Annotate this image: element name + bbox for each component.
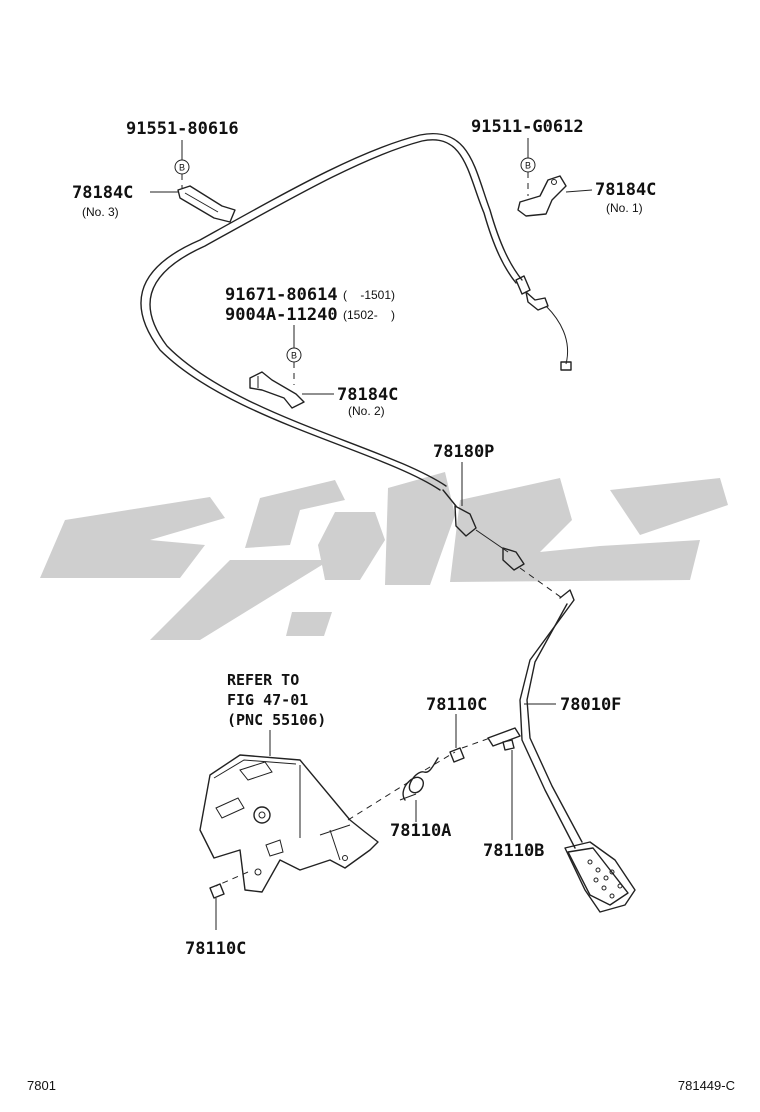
- clip-lower: [209, 883, 225, 899]
- range-9004a: (1502- ): [343, 308, 395, 322]
- label-bracket-no2: 78184C: [337, 385, 398, 405]
- cable-clamp-no2: [249, 371, 305, 409]
- note-no1: (No. 1): [606, 201, 643, 215]
- cable-clamp-no3: [177, 185, 236, 223]
- watermark-logo: [40, 472, 728, 640]
- footer-right-code: 781449-C: [678, 1078, 735, 1093]
- label-78110c-lower: 78110C: [185, 939, 246, 959]
- reference-bubble-3: B: [286, 347, 302, 363]
- refer-line-3: (PNC 55106): [227, 711, 326, 729]
- label-78110c-upper: 78110C: [426, 695, 487, 715]
- range-91671: ( -1501): [343, 288, 395, 302]
- label-78180p: 78180P: [433, 442, 494, 462]
- accelerator-pedal: [487, 589, 636, 913]
- footer-left-code: 7801: [27, 1078, 56, 1093]
- label-78110a: 78110A: [390, 821, 451, 841]
- bubble-letter: B: [525, 161, 531, 171]
- cable-clamp-no1: [517, 175, 567, 217]
- label-91671-80614: 91671-80614: [225, 285, 338, 305]
- label-91551-80616: 91551-80616: [126, 119, 239, 139]
- refer-line-2: FIG 47-01: [227, 691, 308, 709]
- reference-bubble-1: B: [174, 159, 190, 175]
- note-no3: (No. 3): [82, 205, 119, 219]
- label-78010f: 78010F: [560, 695, 621, 715]
- note-no2: (No. 2): [348, 404, 385, 418]
- label-bracket-no1: 78184C: [595, 180, 656, 200]
- clip-upper: [449, 747, 465, 763]
- label-91511-g0612: 91511-G0612: [471, 117, 584, 137]
- return-spring: [399, 757, 439, 801]
- refer-line-1: REFER TO: [227, 671, 299, 689]
- pedal-bracket: [199, 737, 491, 893]
- bubble-letter: B: [291, 351, 297, 361]
- label-bracket-no3: 78184C: [72, 183, 133, 203]
- reference-bubble-2: B: [520, 157, 536, 173]
- bubble-letter: B: [179, 163, 185, 173]
- pedal-pad-holes: [587, 859, 623, 899]
- leader-lines: [150, 138, 593, 930]
- pin: [502, 739, 515, 751]
- accelerator-cable: [140, 132, 572, 599]
- label-78110b: 78110B: [483, 841, 544, 861]
- label-9004a-11240: 9004A-11240: [225, 305, 338, 325]
